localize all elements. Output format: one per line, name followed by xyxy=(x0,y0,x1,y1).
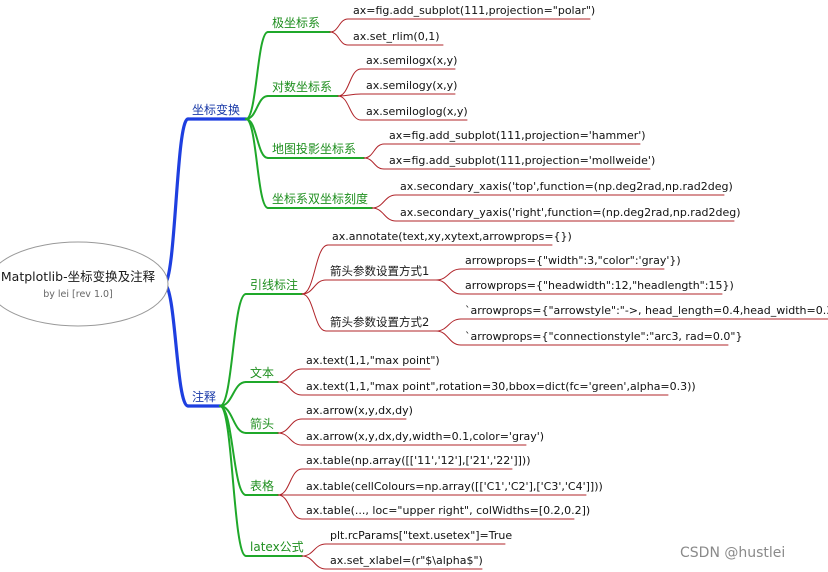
edge-1-0 xyxy=(219,293,247,407)
item-1-0-1-0[interactable]: arrowprops={"width":3,"color":'gray'}) xyxy=(465,254,681,267)
item-1-4-0[interactable]: plt.rcParams["text.usetex"]=True xyxy=(330,529,512,542)
edge-0-0-0 xyxy=(329,18,349,33)
item-0-3-0[interactable]: ax.secondary_xaxis('top',function=(np.de… xyxy=(400,180,733,193)
edge-0-3-1 xyxy=(371,207,397,222)
edge-1-0-2-1 xyxy=(435,330,462,346)
item-1-2-1[interactable]: ax.arrow(x,y,dx,dy,width=0.1,color='gray… xyxy=(306,430,544,443)
topic-0-0[interactable]: 极坐标系 xyxy=(272,16,320,30)
item-1-1-1[interactable]: ax.text(1,1,"max point",rotation=30,bbox… xyxy=(306,380,696,393)
topic-0-1[interactable]: 对数坐标系 xyxy=(272,79,332,94)
item-1-3-1[interactable]: ax.table(cellColours=np.array([['C1','C2… xyxy=(306,480,603,493)
edge-1-4-1 xyxy=(301,555,327,570)
edge-branch-0 xyxy=(162,117,190,286)
edge-0-1-2 xyxy=(337,95,362,121)
edge-1-0-1-1 xyxy=(435,279,462,295)
edge-1-3-2 xyxy=(277,494,303,520)
edge-1-2-0 xyxy=(277,418,303,434)
item-1-3-0[interactable]: ax.table(np.array([['11','12'],['21','22… xyxy=(306,454,531,467)
edge-1-0-1 xyxy=(301,279,327,295)
topic-1-1[interactable]: 文本 xyxy=(250,365,274,380)
edge-1-0-1-0 xyxy=(435,268,462,281)
edge-1-0-2-0 xyxy=(435,318,462,332)
branch-1[interactable]: 注释 xyxy=(192,389,216,404)
edge-1-1-0 xyxy=(277,368,303,383)
item-0-0-1[interactable]: ax.set_rlim(0,1) xyxy=(353,30,440,43)
item-1-4-1[interactable]: ax.set_xlabel=(r"$\alpha$") xyxy=(330,554,483,567)
edge-1-1 xyxy=(219,381,247,407)
root-title[interactable]: Matplotlib-坐标变换及注释 xyxy=(1,269,156,284)
edge-1-3-0 xyxy=(277,468,303,496)
item-0-2-0[interactable]: ax=fig.add_subplot(111,projection='hamme… xyxy=(389,129,646,142)
root-subtitle[interactable]: by lei [rev 1.0] xyxy=(43,289,113,300)
item-0-0-0[interactable]: ax=fig.add_subplot(111,projection="polar… xyxy=(353,4,595,17)
topic-1-4[interactable]: latex公式 xyxy=(250,540,304,554)
edge-1-1-1 xyxy=(277,381,303,396)
edge-0-3-0 xyxy=(371,194,397,209)
topic-1-3[interactable]: 表格 xyxy=(250,478,274,493)
item-0-3-1[interactable]: ax.secondary_yaxis('right',function=(np.… xyxy=(400,206,741,219)
edge-1-0-2 xyxy=(301,293,327,332)
edge-0-2-1 xyxy=(363,157,385,170)
watermark: CSDN @hustlei xyxy=(680,545,786,561)
edge-1-4 xyxy=(219,405,247,557)
item-1-3-2[interactable]: ax.table(..., loc="upper right", colWidt… xyxy=(306,504,590,517)
item-1-0-2[interactable]: 箭头参数设置方式2 xyxy=(330,315,429,329)
edge-0-1 xyxy=(245,95,269,120)
topic-0-3[interactable]: 坐标系双坐标刻度 xyxy=(272,191,368,206)
root-node[interactable] xyxy=(0,241,169,327)
item-1-0-1-1[interactable]: arrowprops={"headwidth":12,"headlength":… xyxy=(465,279,734,292)
edge-0-3 xyxy=(245,118,269,209)
edge-0-1-0 xyxy=(337,68,362,97)
branch-0[interactable]: 坐标变换 xyxy=(192,102,240,117)
item-0-2-1[interactable]: ax=fig.add_subplot(111,projection='mollw… xyxy=(389,154,655,167)
item-0-1-1[interactable]: ax.semilogy(x,y) xyxy=(366,79,457,92)
edge-1-4-0 xyxy=(301,543,327,557)
item-1-2-0[interactable]: ax.arrow(x,y,dx,dy) xyxy=(306,404,413,417)
edge-0-2-0 xyxy=(363,143,385,159)
item-0-1-2[interactable]: ax.semiloglog(x,y) xyxy=(366,105,468,118)
edge-1-2-1 xyxy=(277,432,303,446)
edge-0-0-1 xyxy=(329,31,349,46)
topic-1-2[interactable]: 箭头 xyxy=(250,416,274,431)
edge-0-2 xyxy=(245,118,269,159)
item-1-0-1[interactable]: 箭头参数设置方式1 xyxy=(330,264,429,278)
item-0-1-0[interactable]: ax.semilogx(x,y) xyxy=(366,54,457,67)
topic-0-2[interactable]: 地图投影坐标系 xyxy=(272,141,356,156)
item-1-0-0[interactable]: ax.annotate(text,xy,xytext,arrowprops={}… xyxy=(332,230,572,243)
edge-0-0 xyxy=(245,31,269,120)
topic-1-0[interactable]: 引线标注 xyxy=(250,277,298,292)
edge-1-0-0 xyxy=(301,244,329,295)
item-1-1-0[interactable]: ax.text(1,1,"max point") xyxy=(306,354,440,367)
item-1-0-2-0[interactable]: `arrowprops={"arrowstyle":"->, head_leng… xyxy=(465,304,828,317)
item-1-0-2-1[interactable]: `arrowprops={"connectionstyle":"arc3, ra… xyxy=(465,330,742,343)
edge-branch-1 xyxy=(162,282,190,408)
